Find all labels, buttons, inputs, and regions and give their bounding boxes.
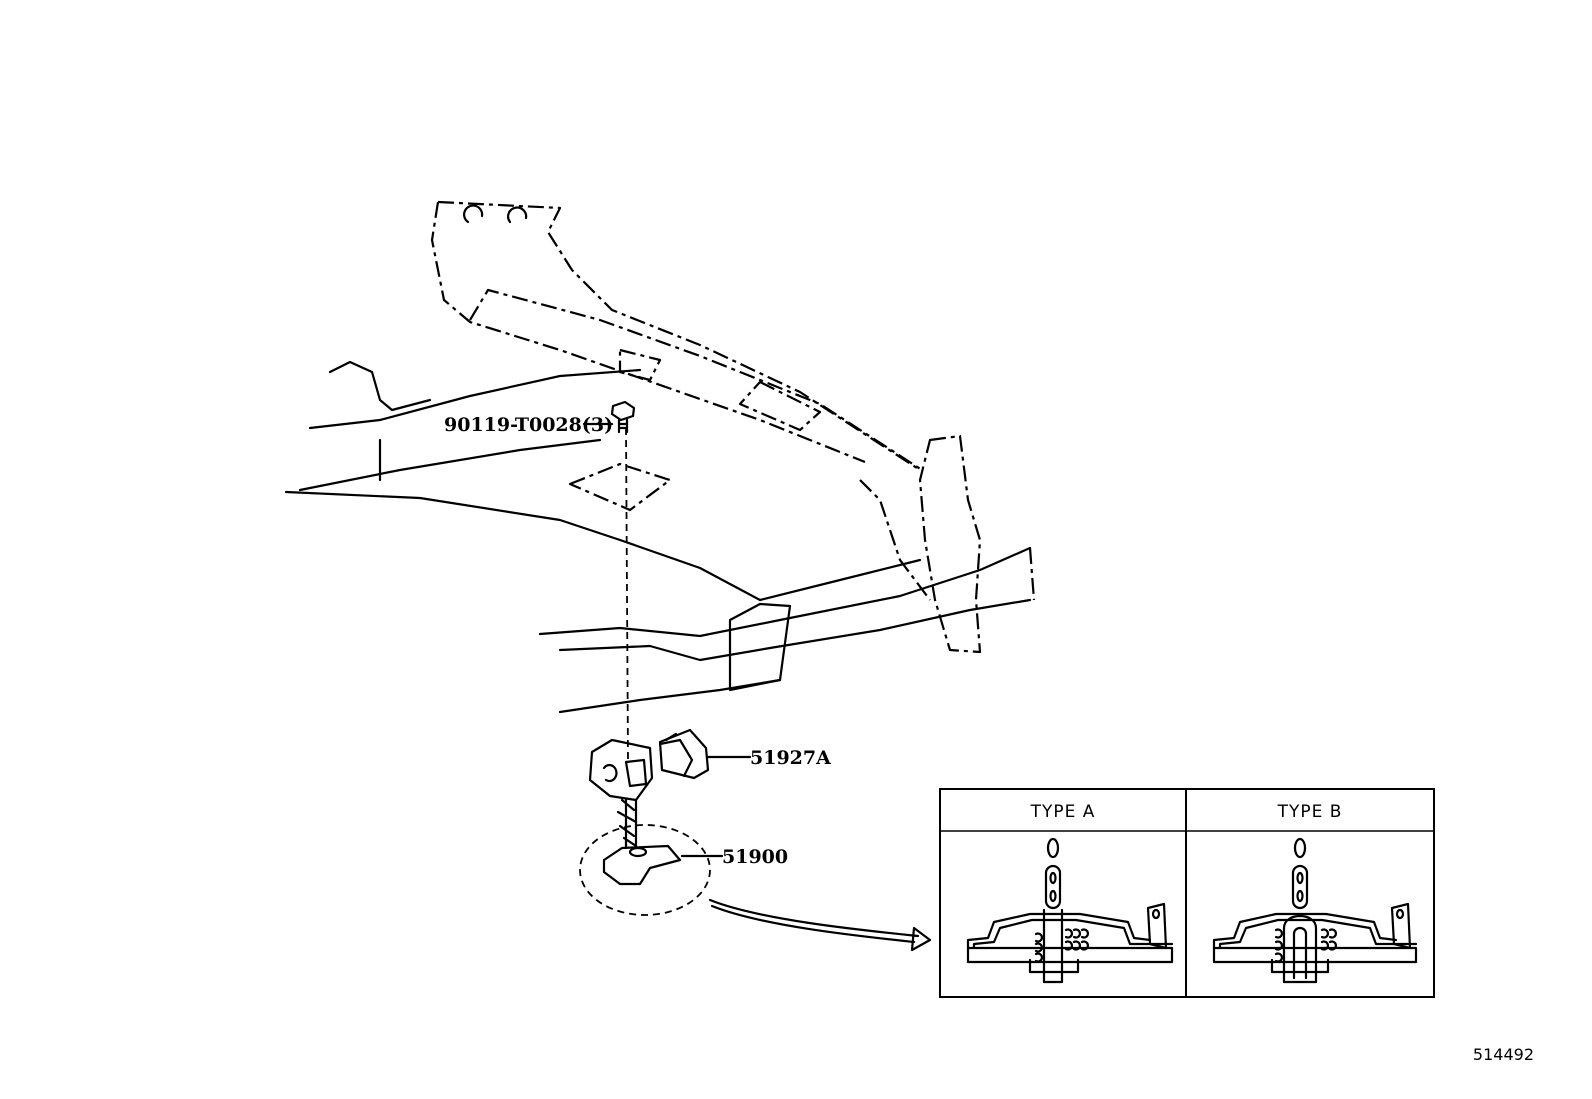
vehicle-frame-outline [284,200,1036,761]
carrier-plate-part-number: 51900 [722,846,788,868]
bolt-part [610,400,636,434]
hanger-cap-callout: 51927A [706,747,831,769]
type-a-label: TYPE A [1030,802,1096,822]
carrier-plate-callout: 51900 [680,846,788,868]
type-b-detail-drawing [1212,837,1418,984]
hanger-cap-part [658,728,710,780]
bolt-part-number: 90119-T0028(3) [444,414,613,436]
carrier-plate-part [579,824,711,916]
detail-inset: TYPE A TYPE B [939,788,1435,998]
figure-number: 514492 [1473,1045,1534,1064]
detail-arrow [708,898,932,952]
type-b-label: TYPE B [1277,802,1343,822]
type-a-detail-drawing [966,837,1174,984]
hanger-bracket-part [588,738,654,850]
bolt-callout: 90119-T0028(3) [444,414,614,436]
hanger-cap-part-number: 51927A [750,747,831,769]
